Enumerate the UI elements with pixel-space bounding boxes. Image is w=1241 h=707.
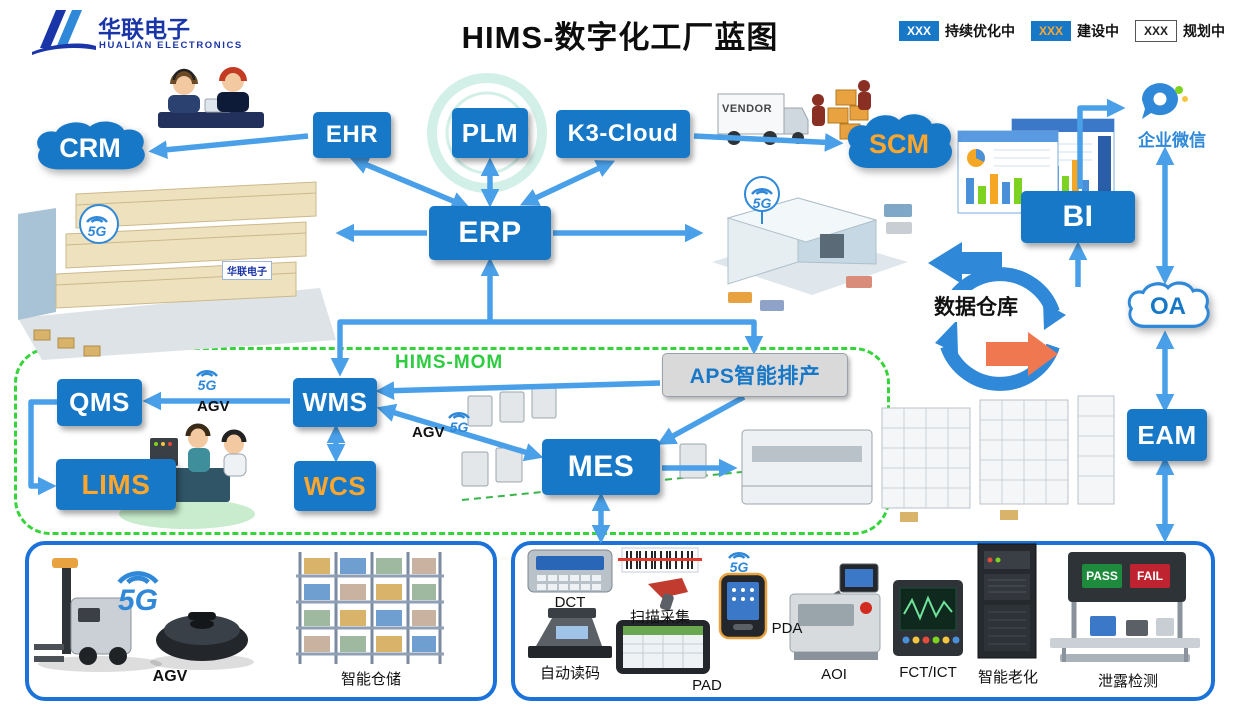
node-aps: APS智能排产	[662, 353, 848, 397]
legend-swatch-building: XXX	[1031, 21, 1071, 41]
legend-item-planned: XXX 规划中	[1135, 20, 1225, 42]
fiveg-label: 5G	[117, 584, 159, 617]
node-erp: ERP	[429, 206, 551, 260]
node-eam: EAM	[1127, 409, 1207, 461]
fiveg-label: 5G	[87, 223, 107, 239]
legend-item-optimizing: XXX 持续优化中	[899, 21, 1015, 41]
arrow-k3-erp	[519, 160, 616, 206]
vendor-truck-label: VENDOR	[722, 103, 773, 115]
node-crm: CRM	[30, 116, 150, 180]
hims-mom-label: HIMS-MOM	[395, 352, 504, 373]
fiveg-label: 5G	[729, 559, 749, 575]
leak-test-caption: 泄露检测	[1097, 673, 1158, 690]
smart-storage-caption: 智能仓储	[340, 671, 401, 688]
node-crm-label: CRM	[59, 132, 121, 163]
arrow-to-crm	[148, 133, 309, 160]
aoi-caption: AOI	[821, 666, 847, 683]
wechat-work-icon	[1141, 83, 1188, 119]
legend-swatch-optimizing: XXX	[899, 21, 939, 41]
brand-name: 华联电子	[98, 16, 190, 42]
legend-item-building: XXX 建设中	[1031, 21, 1119, 41]
warehouse-5g-icon: 5G	[84, 208, 110, 238]
legend-label-optimizing: 持续优化中	[945, 23, 1015, 39]
node-wcs: WCS	[294, 461, 376, 511]
arrow-erp-aps	[491, 319, 764, 355]
fct-ict-caption: FCT/ICT	[899, 664, 957, 681]
node-ehr: EHR	[313, 112, 391, 158]
pda-5g-icon: 5G	[726, 544, 752, 574]
legend-label-planned: 规划中	[1183, 23, 1225, 39]
warehouse-illustration	[18, 181, 336, 360]
pda-caption: PDA	[771, 620, 803, 637]
node-scm: SCM	[841, 108, 957, 180]
node-lims: LIMS	[56, 459, 176, 510]
node-k3-cloud: K3-Cloud	[556, 110, 690, 158]
cloud-shape	[847, 114, 952, 168]
leak-test-pass-screen: PASS	[1082, 564, 1122, 588]
node-plm: PLM	[452, 108, 528, 158]
arrow-k3-scm	[693, 133, 844, 152]
agv-caption: AGV	[152, 668, 188, 685]
agv-route-label-2: AGV	[412, 424, 445, 441]
node-scm-label: SCM	[869, 128, 929, 159]
node-qms: QMS	[57, 379, 142, 426]
agv-5g-icon-1: 5G	[194, 362, 220, 392]
scan-caption: 扫描采集	[629, 609, 690, 626]
node-wms: WMS	[293, 378, 377, 427]
node-bi: BI	[1021, 191, 1135, 243]
node-mes: MES	[542, 439, 660, 495]
factory-5g-icon: 5G	[749, 180, 775, 210]
aging-caption: 智能老化	[977, 669, 1038, 686]
agv-panel-5g-icon: 5G	[112, 556, 164, 616]
cloud-shape	[37, 121, 145, 170]
bottom-left-panel	[25, 541, 497, 701]
status-legend: XXX 持续优化中 XXX 建设中 XXX 规划中	[899, 20, 1225, 42]
legend-swatch-planned: XXX	[1135, 20, 1177, 42]
fiveg-label: 5G	[449, 419, 469, 435]
wechat-work-label: 企业微信	[1138, 131, 1206, 150]
factory-illustration	[712, 176, 912, 311]
dct-caption: DCT	[554, 594, 586, 611]
brand-subtitle: HUALIAN ELECTRONICS	[99, 40, 243, 51]
warehouse-sign-label: 华联电子	[222, 261, 272, 280]
node-oa-label: OA	[1150, 293, 1186, 320]
pad-caption: PAD	[692, 677, 722, 694]
production-racks-illustration	[881, 395, 1115, 522]
fiveg-label: 5G	[197, 377, 217, 393]
crm-people-illustration	[158, 67, 264, 128]
node-oa: OA	[1124, 278, 1212, 336]
leak-test-fail-screen: FAIL	[1130, 564, 1170, 588]
arrow-bi-wechat	[1077, 98, 1126, 189]
fiveg-label: 5G	[752, 195, 772, 211]
page-title: HIMS-数字化工厂蓝图	[461, 20, 779, 55]
agv-route-label-1: AGV	[197, 398, 230, 415]
code-reader-caption: 自动读码	[539, 665, 600, 682]
cloud-shape	[1127, 281, 1210, 328]
hualian-logo-icon	[32, 10, 96, 55]
data-warehouse-label: 数据仓库	[929, 290, 1023, 322]
agv-5g-icon-2: 5G	[446, 404, 472, 434]
legend-label-building: 建设中	[1077, 23, 1119, 39]
arrow-ehr-erp	[349, 156, 471, 210]
